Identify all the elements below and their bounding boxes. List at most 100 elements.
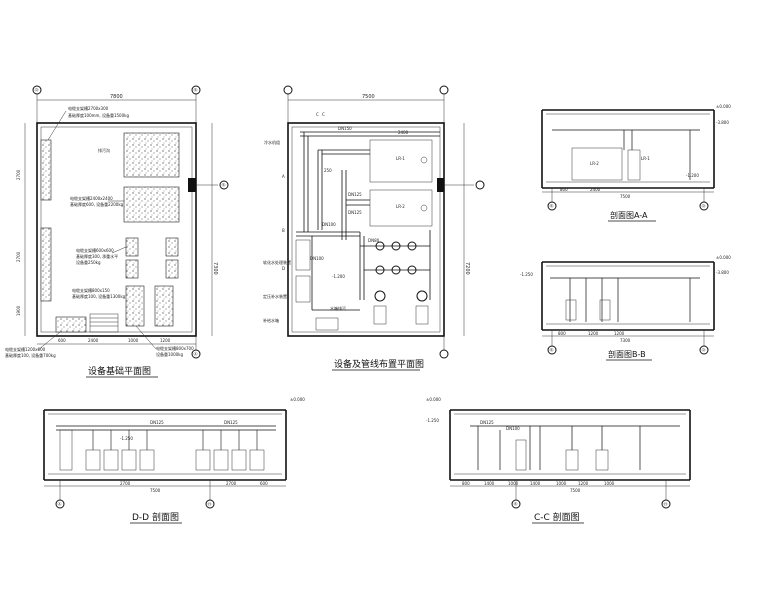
svg-text:DN125: DN125 — [150, 420, 164, 425]
room-outline — [36, 122, 197, 337]
equipment-side-dimension: 7200 — [464, 262, 470, 275]
equipment-plan-caption: 设备及管线布置平面图 — [334, 358, 424, 370]
water-tank-base — [89, 313, 119, 333]
svg-text:-3.800: -3.800 — [716, 270, 729, 275]
svg-text:Ⓑ: Ⓑ — [550, 347, 554, 353]
svg-text:LR-1: LR-1 — [396, 156, 405, 161]
svg-text:-1.200: -1.200 — [332, 274, 345, 279]
foundation-notes: 电缆支架槽2700x300 基础厚度100mm, 设备重1500kg 排污沟 电… — [5, 105, 194, 358]
svg-text:7300: 7300 — [620, 338, 631, 343]
svg-text:2700: 2700 — [16, 251, 21, 262]
equipment-plan-view: 7500 LR-1 LR-2 — [263, 85, 485, 371]
svg-text:1200: 1200 — [160, 338, 171, 343]
axis-label-b: Ⓑ — [194, 87, 198, 93]
pipe-network — [296, 131, 440, 311]
svg-text:DN100: DN100 — [310, 256, 324, 261]
pump-elevations-dd — [59, 429, 265, 471]
svg-text:DN125: DN125 — [224, 420, 238, 425]
svg-text:DN125: DN125 — [348, 210, 362, 215]
svg-text:2400: 2400 — [590, 187, 601, 192]
svg-text:600: 600 — [58, 338, 66, 343]
svg-text:设备重1000kg: 设备重1000kg — [156, 351, 183, 357]
svg-text:基础厚度100mm, 设备重1500kg: 基础厚度100mm, 设备重1500kg — [68, 112, 129, 118]
svg-text:-3.800: -3.800 — [716, 120, 729, 125]
svg-text:800: 800 — [560, 187, 568, 192]
svg-text:Ⓑ: Ⓑ — [222, 182, 226, 188]
svg-text:LR-1: LR-1 — [641, 156, 650, 161]
svg-text:Ⓗ: Ⓗ — [208, 501, 212, 507]
svg-text:1200: 1200 — [578, 481, 589, 486]
svg-text:250: 250 — [324, 168, 332, 173]
water-tank — [315, 317, 339, 331]
svg-text:1000: 1000 — [604, 481, 615, 486]
svg-text:2700: 2700 — [16, 169, 21, 180]
section-cc-caption: C-C 剖面图 — [534, 511, 580, 523]
svg-text:DN150: DN150 — [338, 126, 352, 131]
svg-text:B: B — [282, 228, 285, 233]
svg-text:补给水箱: 补给水箱 — [263, 317, 279, 323]
side-dimension: 7300 — [212, 262, 218, 275]
svg-text:Ⓓ: Ⓓ — [702, 347, 706, 353]
chiller-lr2 — [369, 189, 433, 227]
svg-text:1400: 1400 — [484, 481, 495, 486]
svg-text:基础厚度100, 设备重700kg: 基础厚度100, 设备重700kg — [5, 352, 56, 358]
svg-text:基础厚度300, 承重水平: 基础厚度300, 承重水平 — [76, 253, 118, 259]
svg-text:1200: 1200 — [588, 331, 599, 336]
svg-text:1200: 1200 — [614, 331, 625, 336]
svg-text:±0.000: ±0.000 — [426, 397, 441, 402]
svg-text:LR-2: LR-2 — [590, 161, 599, 166]
svg-text:排污沟: 排污沟 — [98, 147, 110, 153]
top-dimension: 7800 — [110, 94, 123, 100]
svg-text:Ⓑ: Ⓑ — [514, 501, 518, 507]
svg-text:1400: 1400 — [530, 481, 541, 486]
svg-text:A: A — [282, 174, 285, 179]
svg-text:800: 800 — [558, 331, 566, 336]
svg-text:2700: 2700 — [226, 481, 237, 486]
svg-text:电缆支架槽800x150: 电缆支架槽800x150 — [72, 287, 110, 293]
svg-text:定压补水装置: 定压补水装置 — [263, 293, 287, 299]
svg-text:1000: 1000 — [128, 338, 139, 343]
svg-text:C: C — [322, 112, 325, 117]
svg-text:软化水处理装置: 软化水处理装置 — [263, 259, 291, 265]
svg-text:Ⓗ: Ⓗ — [664, 501, 668, 507]
svg-text:设备重250kg: 设备重250kg — [76, 259, 101, 265]
svg-text:水箱排污: 水箱排污 — [330, 305, 346, 311]
svg-text:电缆支架槽600x600: 电缆支架槽600x600 — [76, 247, 114, 253]
foundation-plan-view: Ⓓ Ⓑ 7800 Ⓑ 7300 2700 2700 1900 — [5, 85, 229, 378]
svg-text:-1.250: -1.250 — [520, 272, 533, 277]
pump-group — [373, 241, 429, 325]
svg-text:-1.200: -1.200 — [686, 173, 699, 178]
axis-label-d: Ⓓ — [35, 87, 39, 93]
svg-text:2700: 2700 — [120, 481, 131, 486]
svg-text:DN125: DN125 — [348, 192, 362, 197]
svg-text:7500: 7500 — [570, 488, 581, 493]
chiller-lr1 — [369, 139, 433, 183]
svg-text:7500: 7500 — [620, 194, 631, 199]
svg-text:±0.000: ±0.000 — [716, 255, 731, 260]
svg-text:DN125: DN125 — [480, 420, 494, 425]
svg-text:D: D — [282, 266, 285, 271]
svg-text:800: 800 — [462, 481, 470, 486]
section-dd-caption: D-D 剖面图 — [132, 511, 179, 523]
svg-text:-1.250: -1.250 — [426, 418, 439, 423]
svg-text:DN100: DN100 — [322, 222, 336, 227]
svg-text:1900: 1900 — [16, 305, 21, 316]
svg-text:±0.000: ±0.000 — [290, 397, 305, 402]
svg-text:电缆支架槽2400x2400: 电缆支架槽2400x2400 — [70, 195, 113, 201]
section-aa-caption: 剖面图A-A — [610, 210, 648, 220]
chiller-lr1-elevation — [627, 149, 641, 181]
foundation-plan-caption: 设备基础平面图 — [88, 365, 151, 377]
cable-trench-left-lower — [40, 227, 52, 302]
svg-text:Ⓓ: Ⓓ — [702, 203, 706, 209]
svg-text:电缆支架槽2700x300: 电缆支架槽2700x300 — [68, 105, 109, 111]
svg-text:电缆支架槽800x700: 电缆支架槽800x700 — [156, 345, 194, 351]
equipment-top-dimension: 7500 — [362, 94, 375, 100]
svg-text:冷水机组: 冷水机组 — [264, 139, 280, 145]
section-bb-caption: 剖面图B-B — [608, 349, 646, 359]
svg-text:DN80: DN80 — [368, 238, 380, 243]
wall-opening — [188, 178, 196, 192]
plant-room-outline — [287, 122, 445, 337]
svg-text:2400: 2400 — [88, 338, 99, 343]
section-bb-view: ±0.000 -3.800 -1.250 800 1200 1200 7300 … — [520, 255, 731, 361]
